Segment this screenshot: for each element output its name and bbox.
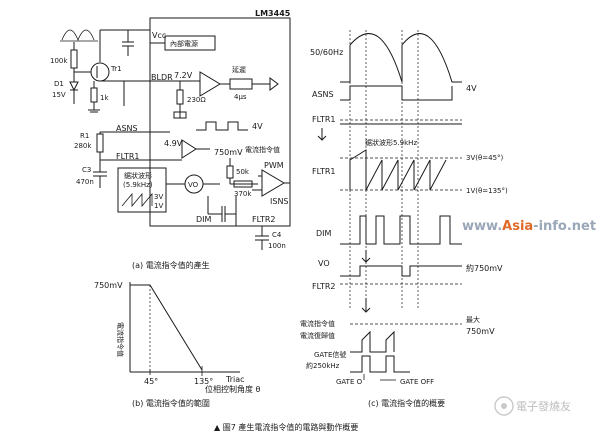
v49-label: 4.9V	[164, 139, 183, 148]
gate-on-label: GATE O	[336, 378, 363, 386]
asns-wave	[340, 85, 453, 101]
r1-label: R1	[80, 132, 89, 140]
freq-label: 約250kHz	[306, 361, 340, 370]
timing-cmd-label: 電流指令值	[300, 319, 335, 328]
osc-3v-label: 3V	[154, 193, 163, 201]
vo-wave	[340, 265, 462, 277]
v1-label: 1V(θ=135°)	[466, 187, 508, 195]
chip-label: LM3445	[255, 9, 291, 18]
osc-freq-label: (5.9kHz)	[123, 181, 153, 189]
svg-text:www.Asia-info.net: www.Asia-info.net	[462, 219, 596, 234]
caption-b: (b) 電流指令值的範圍	[132, 398, 210, 408]
figure-caption: ▲ 圖7 產生電流指令值的電路與動作概要	[214, 422, 358, 432]
vo-label: VO	[188, 181, 199, 189]
gate-off-label: GATE OFF	[400, 378, 434, 386]
tr1-symbol	[90, 62, 110, 82]
c-470n-label: 470n	[76, 178, 94, 186]
recovery-wave	[350, 330, 395, 353]
range-curve	[130, 284, 203, 371]
osc-1v-label: 1V	[154, 202, 163, 210]
tr1-label: Tr1	[110, 65, 122, 73]
vcc-label: Vcc	[152, 31, 166, 40]
pwm-label: PWM	[264, 161, 284, 170]
c3-label: C3	[82, 166, 91, 174]
range-y-top-label: 750mV	[94, 281, 123, 290]
chip-outline	[149, 17, 291, 227]
delay-label: 延遲	[232, 65, 246, 74]
gate-wave	[350, 355, 410, 373]
elecfans-logo: 電子發燒友	[494, 396, 571, 416]
circuit-diagram: LM3445 Vcc 內部電源 100k Tr1 D1 15V	[50, 9, 291, 270]
r-370k-label: 370k	[234, 190, 252, 198]
dim-wave	[340, 215, 462, 245]
r-100k-label: 100k	[50, 57, 68, 65]
dim-label: DIM	[196, 215, 212, 224]
v72-label: 7.2V	[174, 71, 193, 80]
osc-label: 鋸狀波形	[124, 171, 152, 180]
range-x-tick-135: 135°	[194, 377, 213, 386]
input-wave	[61, 29, 95, 42]
mains-wave	[340, 33, 462, 83]
bldr-label: BLDR	[151, 73, 173, 82]
d1-label: D1	[54, 80, 64, 88]
internal-reg-label: 內部電源	[170, 39, 198, 48]
v3-label: 3V(θ=45°)	[466, 154, 504, 162]
timing-fltr1-top-label: FLTR1	[312, 115, 336, 124]
sawtooth-oscillator	[117, 167, 167, 213]
timing-v4-label: 4V	[466, 84, 477, 93]
range-x-end-label: Triac	[225, 375, 245, 384]
asns-pulse-wave	[196, 121, 248, 131]
fltr1-buffer	[181, 139, 197, 159]
fltr1-label: FLTR1	[116, 152, 140, 161]
r-50k-label: 50k	[236, 168, 250, 176]
timing-diagram: 50/60Hz ASNS 4V FLTR1 鋸狀波形5.9kHz FLTR1 3…	[300, 30, 508, 408]
v750-label: 750mV	[214, 148, 243, 157]
timing-dim-label: DIM	[316, 229, 332, 238]
bldr-comparator	[199, 71, 221, 97]
timing-asns-label: ASNS	[312, 90, 334, 99]
c4-label: C4	[272, 231, 282, 239]
r-1k-label: 1k	[100, 94, 109, 102]
max-label: 最大	[466, 315, 480, 324]
caption-c: (c) 電流指令值的概要	[368, 398, 445, 408]
asns-label: ASNS	[116, 124, 138, 133]
recovery-label: 電流復歸值	[300, 331, 335, 340]
max-value-label: 750mV	[466, 327, 495, 336]
range-y-axis-label: 電流指令值	[116, 322, 125, 357]
r-280k-label: 280k	[74, 142, 92, 150]
timing-vo-label: VO	[318, 259, 330, 268]
v15-label: 15V	[52, 91, 66, 99]
v4-label: 4V	[252, 122, 263, 131]
timing-v750-label: 約750mV	[466, 263, 503, 273]
range-x-tick-45: 45°	[144, 377, 158, 386]
saw-label: 鋸狀波形5.9kHz	[365, 138, 417, 147]
isns-label: ISNS	[270, 197, 289, 206]
svg-text:電子發燒友: 電子發燒友	[516, 399, 571, 413]
range-chart: 750mV 電流指令值 45° 135° Triac 位相控制角度 θ (b) …	[94, 281, 261, 408]
fltr1-saw-wave	[349, 149, 447, 191]
pwm-comparator	[261, 169, 285, 197]
fltr2-label: FLTR2	[252, 215, 276, 224]
gate-signal-label: GATE信號	[314, 350, 346, 359]
timing-fltr1-label: FLTR1	[312, 167, 336, 176]
timing-fltr2-label: FLTR2	[312, 282, 336, 291]
caption-a: (a) 電流指令值的產生	[132, 260, 210, 270]
cmd-label: 電流指令值	[245, 145, 280, 154]
delay-block	[229, 78, 253, 90]
c-100n-label: 100n	[268, 242, 286, 250]
delay-time-label: 4μs	[234, 93, 247, 101]
r-230-label: 230Ω	[187, 96, 206, 104]
mains-label: 50/60Hz	[310, 48, 343, 57]
asia-info-watermark: www.Asia-info.net	[462, 219, 596, 234]
range-x-axis-label: 位相控制角度 θ	[205, 384, 261, 394]
